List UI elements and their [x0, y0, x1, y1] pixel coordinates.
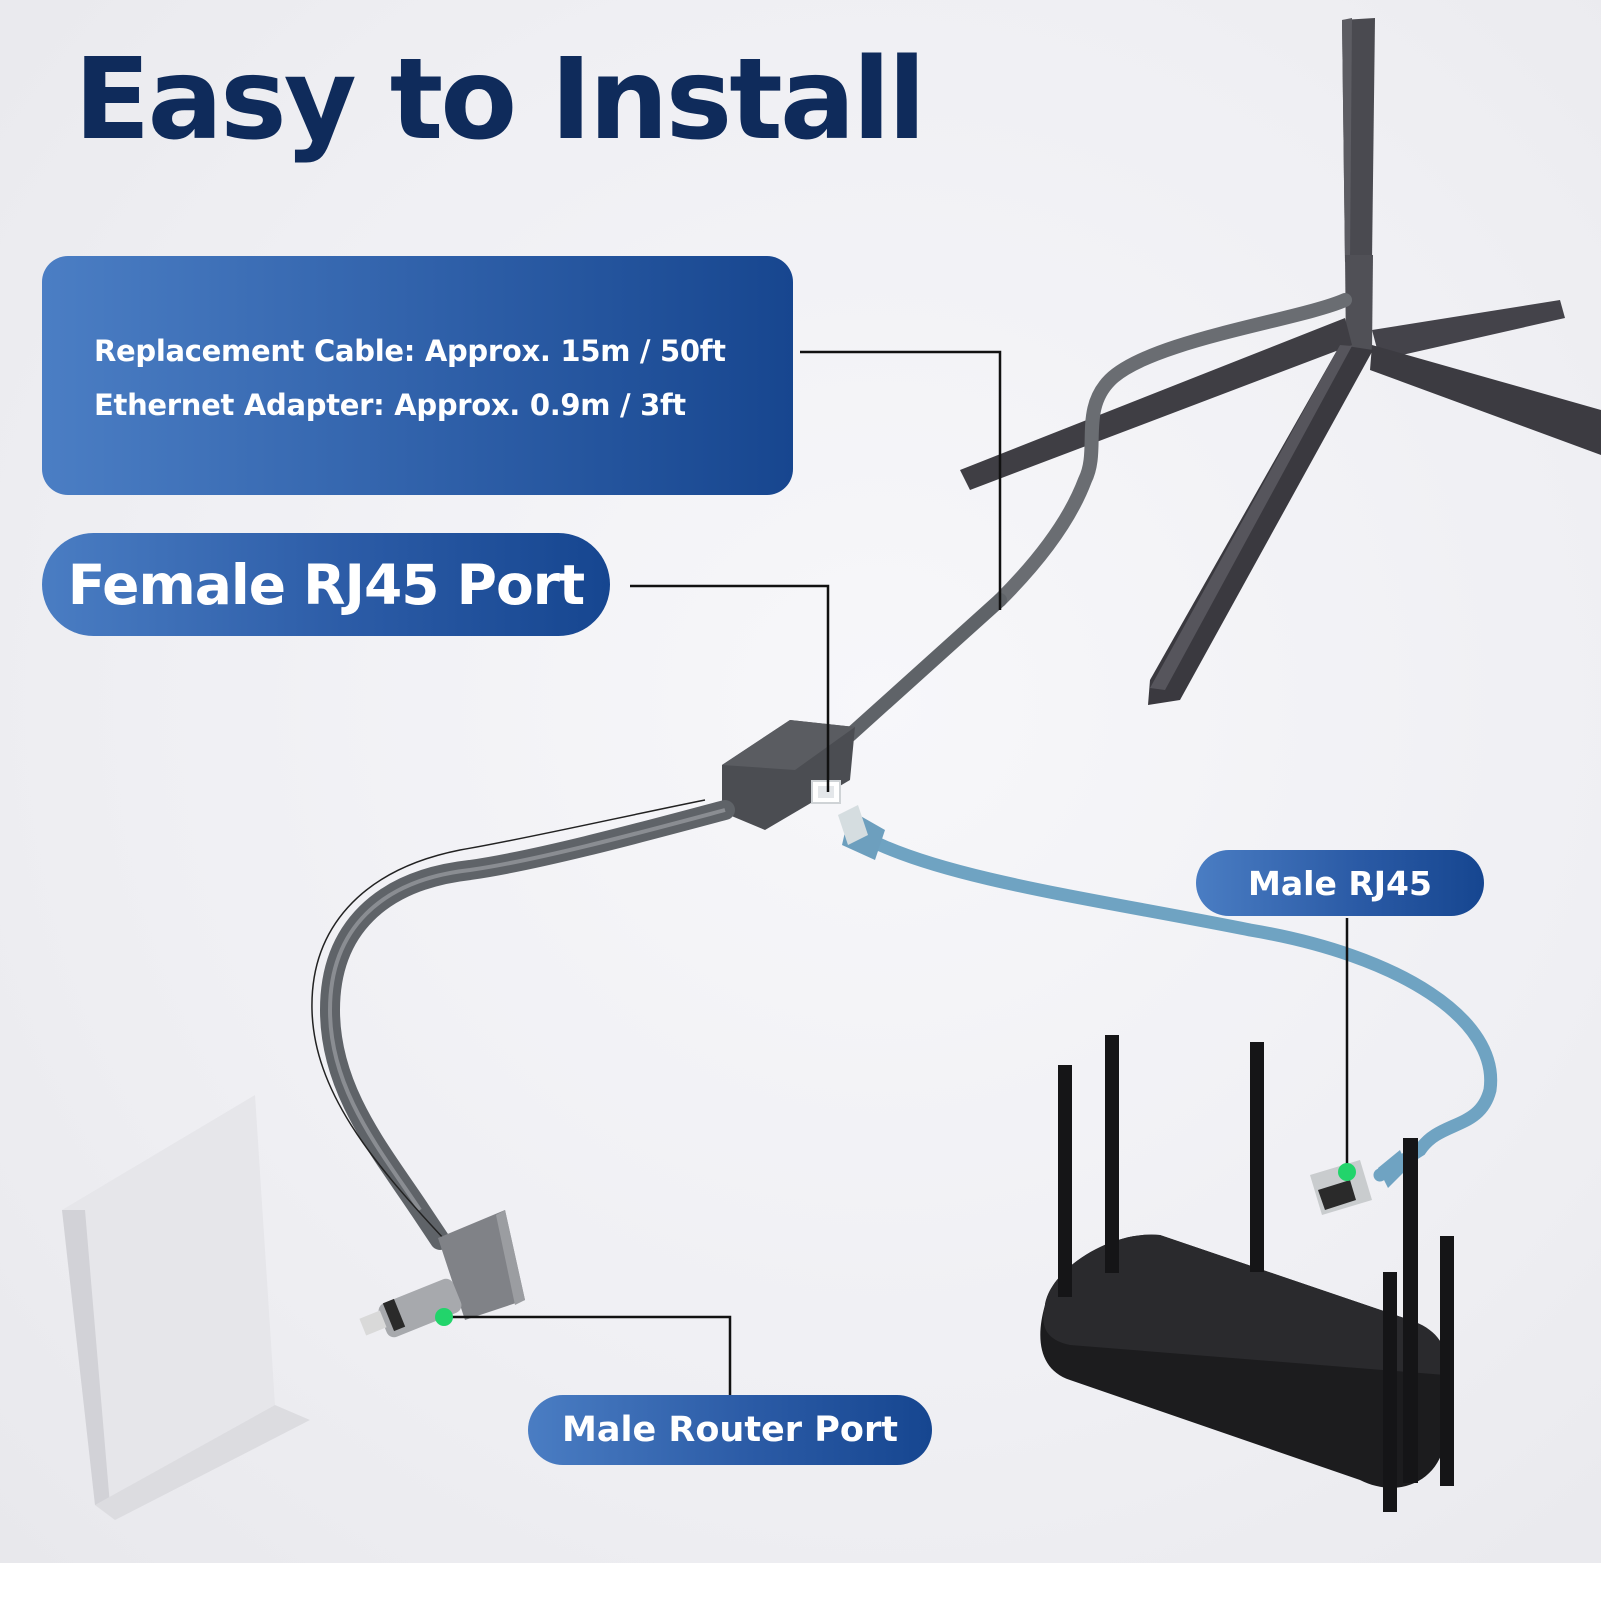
male-router-port-label: Male Router Port: [528, 1395, 932, 1465]
spec-box: Replacement Cable: Approx. 15m / 50ft Et…: [42, 256, 793, 495]
page-title: Easy to Install: [74, 35, 926, 165]
cable-adapter-icon: [722, 720, 855, 830]
spec-replacement-cable: Replacement Cable: Approx. 15m / 50ft: [94, 334, 726, 368]
router-port-connector: [359, 1210, 525, 1338]
illustration: [62, 18, 1601, 1520]
male-rj45-marker: [1338, 1163, 1356, 1181]
bottom-margin: [0, 1563, 1601, 1601]
female-rj45-port-label: Female RJ45 Port: [42, 533, 610, 636]
chair-base-icon: [960, 18, 1601, 705]
leader-lines: [445, 350, 1349, 1395]
male-rj45-label: Male RJ45: [1196, 850, 1484, 916]
product-infographic: Easy to Install Replacement Cable: Appro…: [0, 0, 1601, 1563]
ethernet-plug-icon: [838, 805, 1498, 1215]
spec-ethernet-adapter: Ethernet Adapter: Approx. 0.9m / 3ft: [94, 388, 686, 422]
router-port-marker: [435, 1308, 453, 1326]
wall-router-icon: [62, 1095, 310, 1520]
ethernet-adapter-cable: [311, 799, 735, 1250]
replacement-cable: [843, 593, 1007, 742]
router-icon: [1040, 1035, 1454, 1512]
